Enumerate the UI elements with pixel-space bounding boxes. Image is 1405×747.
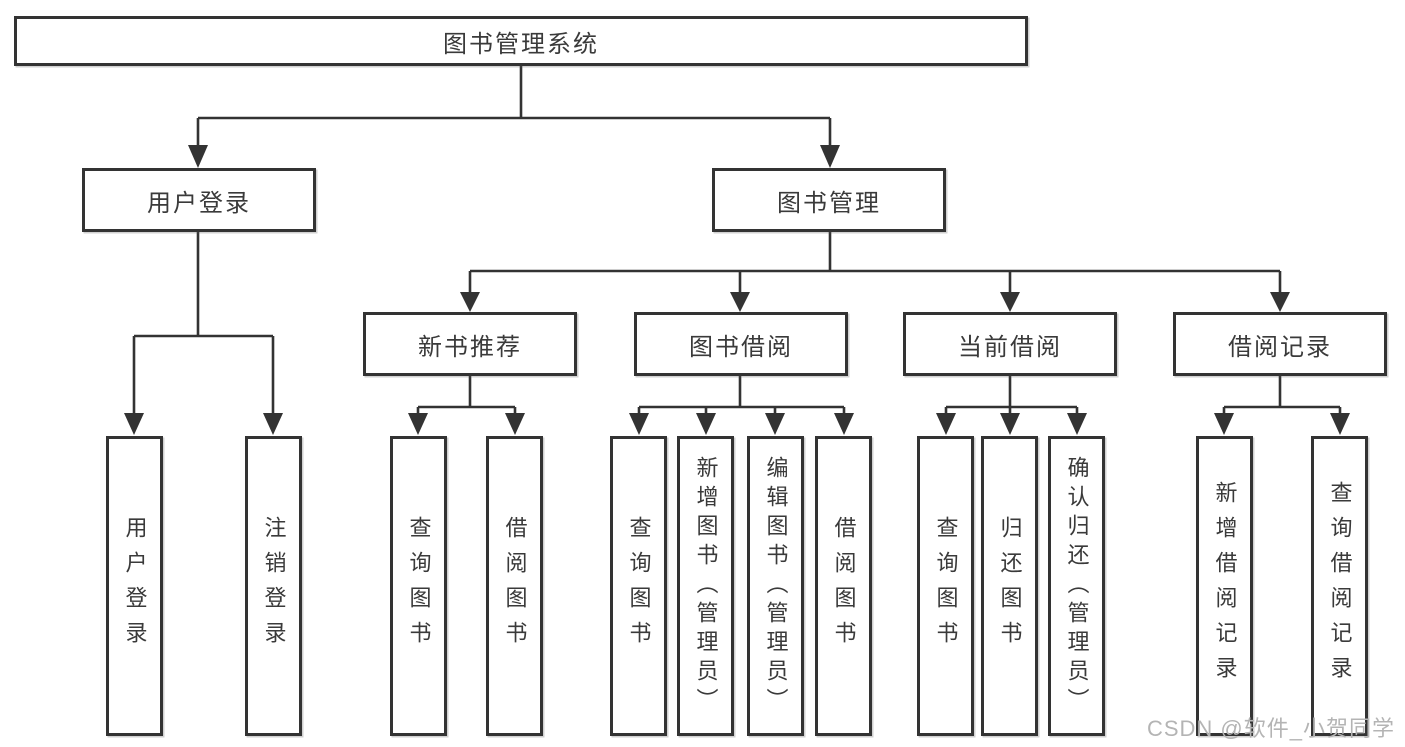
leaf-bb-add-books-admin: 新增图书（管理员） <box>677 436 734 736</box>
leaf-br-add-record: 新增借阅记录 <box>1196 436 1253 736</box>
leaf-nbr-borrow-books: 借阅图书 <box>486 436 543 736</box>
leaf-cb-confirm-return-admin-label: 确认归还（管理员） <box>1064 455 1090 717</box>
leaf-bb-add-books-admin-label: 新增图书（管理员） <box>693 455 719 717</box>
leaf-cb-return-books: 归还图书 <box>981 436 1038 736</box>
node-new-book-recommend: 新书推荐 <box>363 312 577 376</box>
leaf-cb-query-books-label: 查询图书 <box>933 516 959 656</box>
node-user-login: 用户登录 <box>82 168 316 232</box>
leaf-nbr-borrow-books-label: 借阅图书 <box>502 516 528 656</box>
node-borrow-records: 借阅记录 <box>1173 312 1387 376</box>
leaf-nbr-query-books: 查询图书 <box>390 436 447 736</box>
node-book-management: 图书管理 <box>712 168 946 232</box>
leaf-bb-borrow-books-label: 借阅图书 <box>831 516 857 656</box>
leaf-logout-label: 注销登录 <box>261 516 287 656</box>
leaf-bb-edit-books-admin-label: 编辑图书（管理员） <box>763 455 789 717</box>
leaf-logout: 注销登录 <box>245 436 302 736</box>
leaf-nbr-query-books-label: 查询图书 <box>406 516 432 656</box>
arrowheads <box>124 145 1350 435</box>
leaf-user-login-label: 用户登录 <box>122 516 148 656</box>
csdn-watermark: CSDN @软件_小贺同学 <box>1146 716 1395 741</box>
node-library-management-system: 图书管理系统 <box>14 16 1028 66</box>
leaf-bb-query-books-label: 查询图书 <box>626 516 652 656</box>
node-current-borrow: 当前借阅 <box>903 312 1117 376</box>
leaf-user-login: 用户登录 <box>106 436 163 736</box>
node-book-borrow: 图书借阅 <box>634 312 848 376</box>
leaf-cb-return-books-label: 归还图书 <box>997 516 1023 656</box>
leaf-bb-query-books: 查询图书 <box>610 436 667 736</box>
leaf-br-query-record-label: 查询借阅记录 <box>1327 481 1353 691</box>
leaf-bb-borrow-books: 借阅图书 <box>815 436 872 736</box>
leaf-cb-confirm-return-admin: 确认归还（管理员） <box>1048 436 1105 736</box>
leaf-bb-edit-books-admin: 编辑图书（管理员） <box>747 436 804 736</box>
leaf-br-query-record: 查询借阅记录 <box>1311 436 1368 736</box>
leaf-cb-query-books: 查询图书 <box>917 436 974 736</box>
leaf-br-add-record-label: 新增借阅记录 <box>1212 481 1238 691</box>
